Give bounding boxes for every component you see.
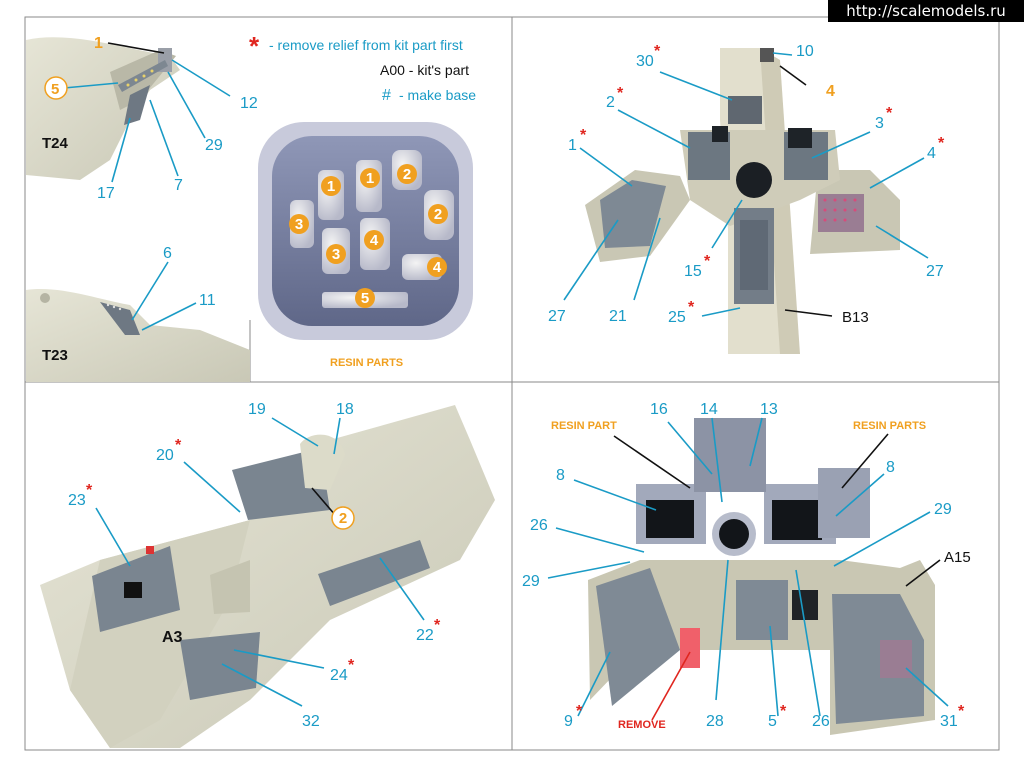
callout-22: 22 (416, 627, 434, 644)
callout-13: 13 (760, 401, 778, 418)
callout-24: 24 (330, 667, 348, 684)
svg-text:1: 1 (366, 170, 374, 187)
remove-label: REMOVE (618, 719, 666, 731)
callout-32: 32 (302, 713, 320, 730)
callout-29: 29 (205, 137, 223, 154)
svg-text:2: 2 (403, 166, 411, 183)
svg-text:5: 5 (51, 81, 59, 98)
callout-2: 2 (606, 94, 615, 111)
svg-text:*: * (654, 43, 661, 60)
callout-25: 25 (668, 309, 686, 326)
legend-red-star: * (249, 31, 260, 61)
svg-text:*: * (175, 437, 182, 454)
callout-28: 28 (706, 713, 724, 730)
legend-hash: # (382, 87, 391, 104)
callout-27b: 27 (926, 263, 944, 280)
callout-7: 7 (174, 177, 183, 194)
legend-kit-text: A00 - kit's part (380, 62, 469, 78)
callout-29a: 29 (934, 501, 952, 518)
svg-text:*: * (434, 617, 441, 634)
red-stars-bl: * * * * (86, 437, 441, 674)
svg-text:*: * (348, 657, 355, 674)
resin-part-label: RESIN PART (551, 420, 617, 432)
svg-text:*: * (958, 703, 965, 720)
callout-3: 3 (875, 115, 884, 132)
svg-text:3: 3 (332, 246, 340, 263)
legend-red-text: - remove relief from kit part first (269, 37, 463, 53)
t23-console-shape (26, 288, 250, 382)
svg-text:4: 4 (433, 259, 442, 276)
svg-text:*: * (580, 127, 587, 144)
panel-bottom-right: 16 14 13 8 8 26 29 29 9 28 5 26 31 RESIN… (522, 401, 971, 735)
panel-top-right: 10 30 2 3 1 4 27 21 15 25 27 4 B13 * * * *… (548, 43, 945, 354)
panel-top-left: T24 T23 1 5 12 29 17 7 6 11 * (26, 31, 476, 382)
callout-14: 14 (700, 401, 718, 418)
svg-text:2: 2 (434, 206, 442, 223)
callout-30: 30 (636, 53, 654, 70)
callout-26b: 26 (812, 713, 830, 730)
panel-bottom-left: 19 18 20 23 22 24 32 2 A3 * * * * (40, 401, 495, 748)
svg-text:*: * (688, 299, 695, 316)
t23-label: T23 (42, 347, 68, 364)
svg-text:*: * (86, 482, 93, 499)
watermark: http://scalemodels.ru (828, 0, 1024, 22)
a3-label: A3 (162, 629, 183, 646)
resin-numbers: 1 1 2 3 2 3 4 4 5 (289, 164, 448, 308)
callout-5-circle (44, 76, 68, 100)
callout-2-circle (331, 506, 355, 530)
callout-8b: 8 (886, 459, 895, 476)
svg-text:*: * (617, 85, 624, 102)
callout-17: 17 (97, 185, 115, 202)
callout-10: 10 (796, 43, 814, 60)
resin-parts-block (258, 122, 473, 340)
red-stars-tr: * * * * * * * (580, 43, 945, 316)
callout-4b: 4 (927, 145, 936, 162)
callout-12: 12 (240, 95, 258, 112)
callout-20: 20 (156, 447, 174, 464)
legend-base-text: - make base (399, 87, 476, 103)
svg-text:*: * (576, 703, 583, 720)
svg-text:*: * (886, 105, 893, 122)
callout-5: 5 (768, 713, 777, 730)
callout-26a: 26 (530, 517, 548, 534)
callout-16: 16 (650, 401, 668, 418)
callout-1: 1 (568, 137, 577, 154)
callout-11: 11 (199, 292, 216, 309)
b13-label: B13 (842, 309, 869, 326)
callout-29b: 29 (522, 573, 540, 590)
svg-text:*: * (704, 253, 711, 270)
callout-27a: 27 (548, 308, 566, 325)
svg-text:2: 2 (339, 510, 347, 527)
callout-23: 23 (68, 492, 86, 509)
callout-31: 31 (940, 713, 958, 730)
callout-8a: 8 (556, 467, 565, 484)
svg-text:5: 5 (361, 290, 369, 307)
callout-18: 18 (336, 401, 354, 418)
remove-block (680, 628, 700, 668)
svg-text:*: * (780, 703, 787, 720)
callout-15: 15 (684, 263, 702, 280)
a15-label: A15 (944, 549, 971, 566)
resin-caption: RESIN PARTS (330, 357, 403, 369)
callout-21: 21 (609, 308, 627, 325)
red-stars-br: * * * (576, 703, 965, 720)
svg-text:3: 3 (295, 216, 303, 233)
t24-label: T24 (42, 135, 69, 152)
callout-1-orange: 1 (94, 35, 103, 52)
callout-9: 9 (564, 713, 573, 730)
callout-4-orange: 4 (826, 83, 835, 100)
svg-text:4: 4 (370, 232, 379, 249)
callout-6: 6 (163, 245, 172, 262)
resin-parts-label: RESIN PARTS (853, 420, 926, 432)
callout-19: 19 (248, 401, 266, 418)
svg-text:1: 1 (327, 178, 335, 195)
svg-text:*: * (938, 135, 945, 152)
